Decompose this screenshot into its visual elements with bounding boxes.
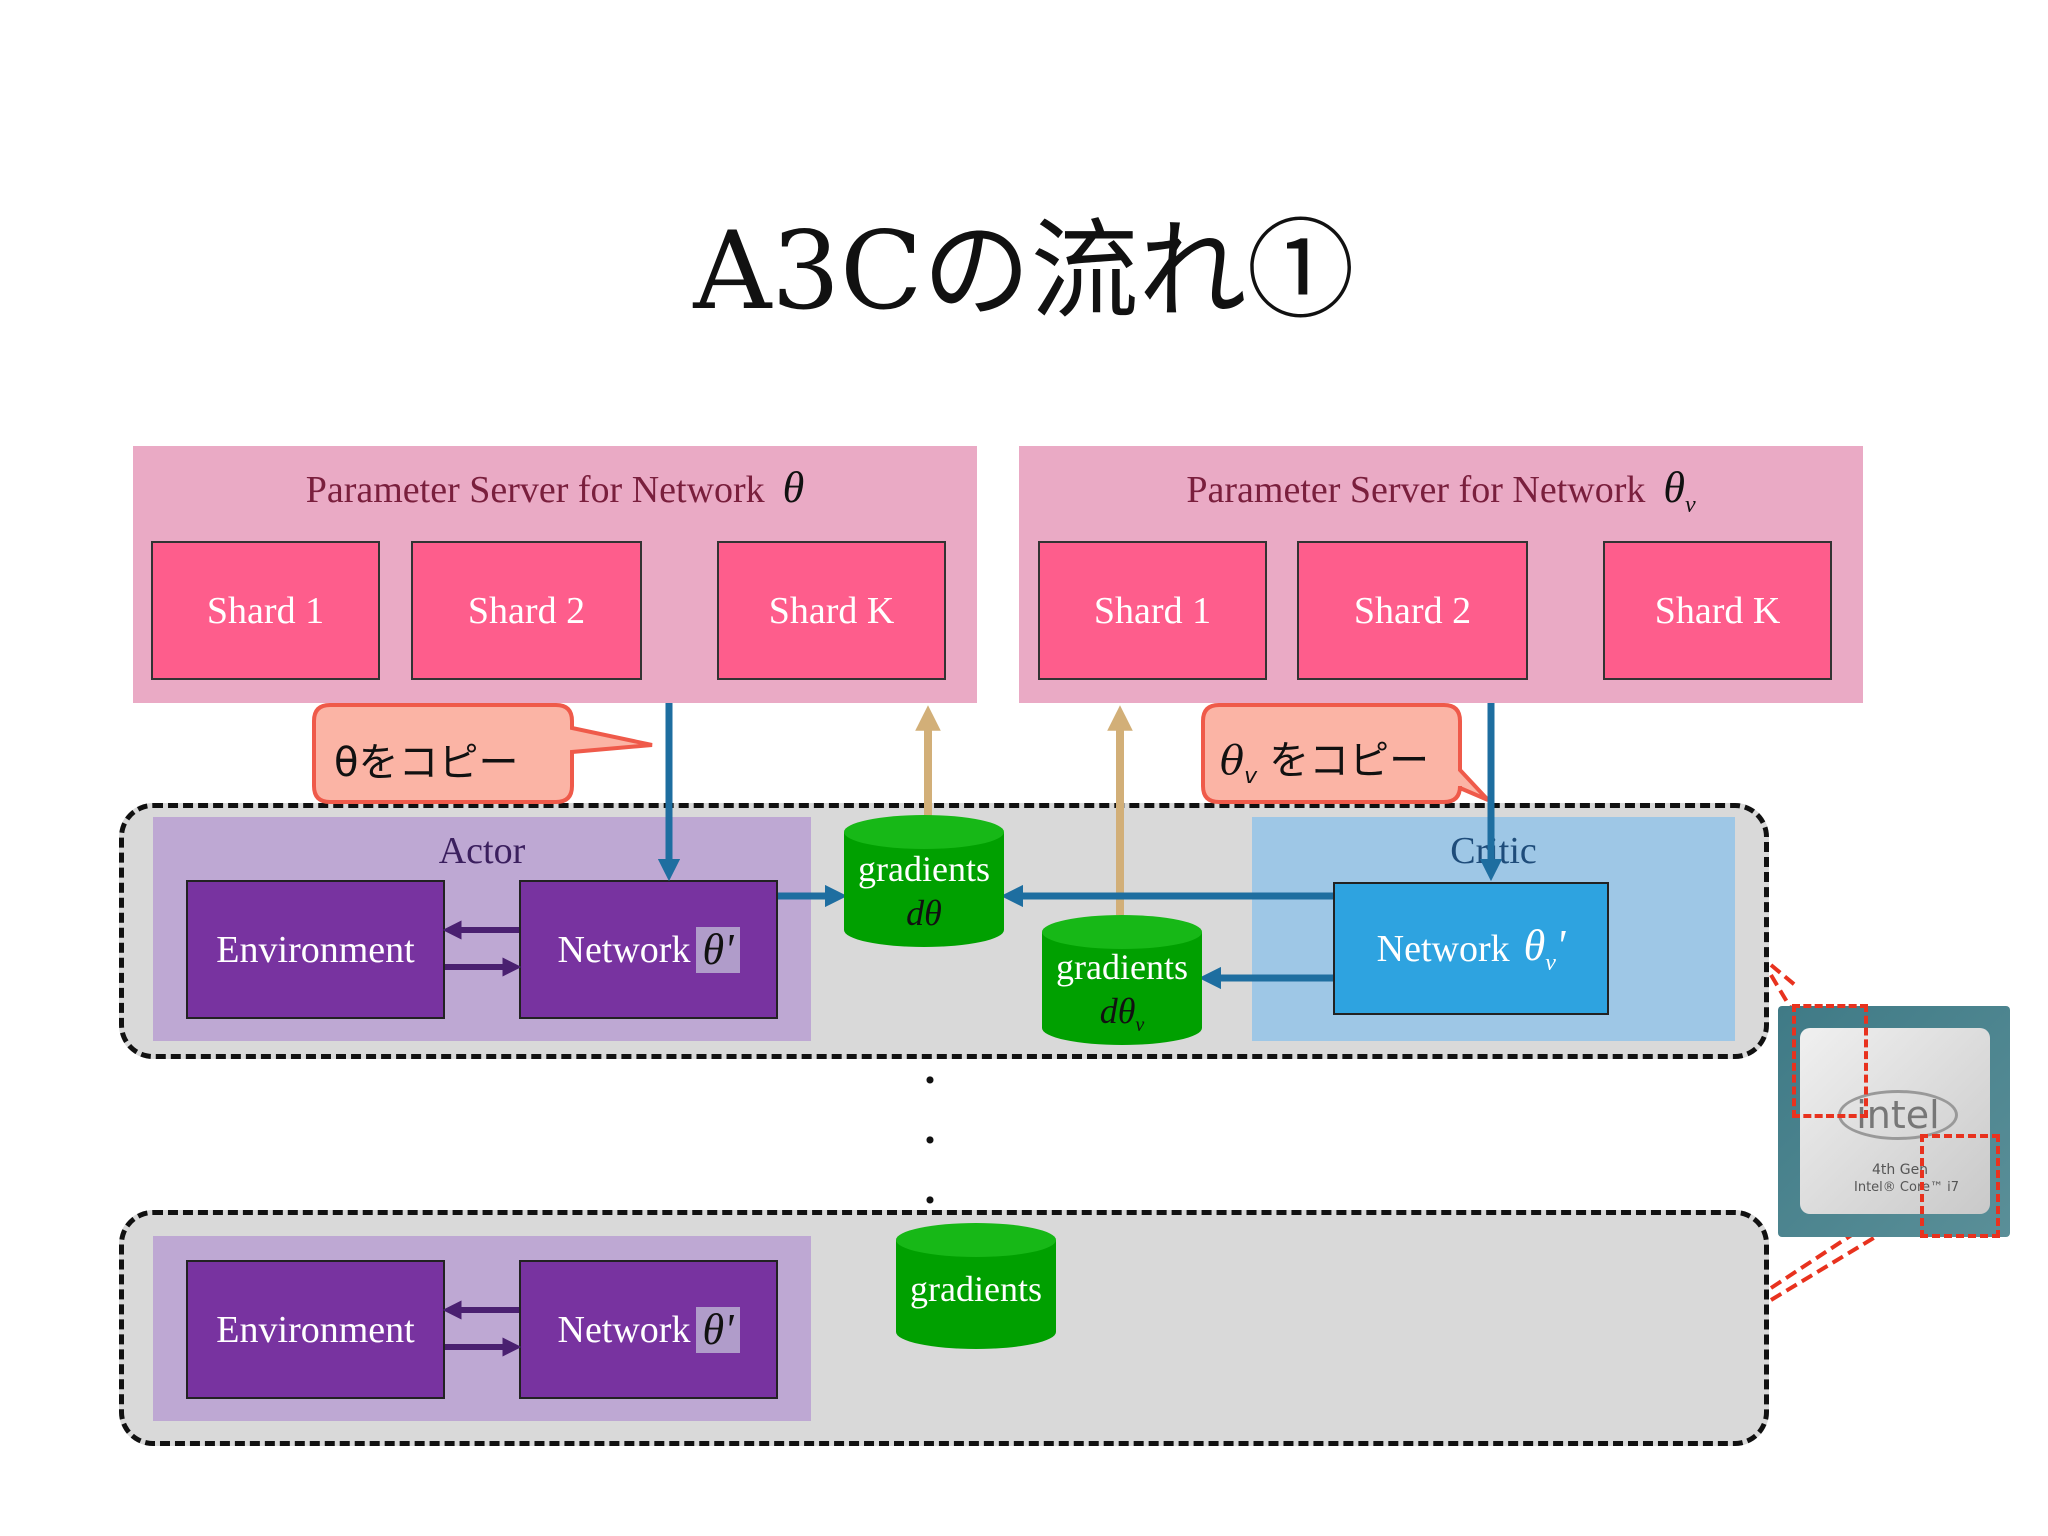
gradients-labels-2: gradients [896,1268,1056,1328]
theta-v-symbol: θv [1663,463,1696,518]
critic-network-box: Network θv' [1333,882,1609,1015]
shard-2: Shard 2 [1297,541,1528,680]
gradients-label-2: gradients [910,1269,1042,1309]
theta-prime: θ' [696,926,740,973]
gradients-theta-label: gradients [858,849,990,889]
actor-network-label-2: Network [557,1308,691,1351]
theta-symbol: θ [782,463,805,512]
gradients-theta-labels: gradients dθ [844,848,1004,948]
environment-box: Environment [186,880,445,1019]
shard-1: Shard 1 [1038,541,1267,680]
gradients-cylinder-2 [896,1223,1056,1349]
actor-label: Actor [438,830,526,872]
shard-k: Shard K [1603,541,1832,680]
parameter-server-theta-label: Parameter Server for Network [305,469,765,511]
gradients-theta-symbol: dθ [906,893,942,933]
gradients-theta-v-symbol: dθv [1099,991,1145,1037]
theta-prime-2: θ' [696,1306,740,1353]
parameter-server-theta-v-label: Parameter Server for Network [1186,469,1646,511]
gradients-theta-v-cylinder [1042,915,1202,1045]
callout-copy-theta [312,703,653,804]
chip-gen-text: 4th Gen [1872,1162,1929,1178]
critic-network-label: Network [1376,927,1510,970]
environment-box-2: Environment [186,1260,445,1399]
chip-highlight-top [1792,1004,1868,1118]
gradients-theta-v-label: gradients [1056,947,1188,987]
callout-copy-theta-v [1201,703,1490,804]
intel-chip-image: intel 4th Gen Intel® Core™ i7 [1778,1004,2010,1238]
gradients-theta-v-labels: gradients dθv [1042,946,1202,1046]
parameter-server-theta-v-title: Parameter Server for Network θv [1019,462,1863,519]
shard-1: Shard 1 [151,541,380,680]
gradients-theta-cylinder [844,815,1004,947]
parameter-server-theta: Parameter Server for Network θ Shard 1 Sh… [133,446,977,703]
chip-heatspreader: intel 4th Gen Intel® Core™ i7 [1800,1028,1990,1214]
shard-2: Shard 2 [411,541,642,680]
parameter-server-theta-title: Parameter Server for Network θ [133,462,977,513]
actor-network-label: Network [557,928,691,971]
ellipsis-dots: ··· [920,1047,940,1233]
chip-model-text: Intel® Core™ i7 [1854,1180,1960,1195]
parameter-server-theta-v: Parameter Server for Network θv Shard 1 S… [1019,446,1863,703]
chip-highlight-bottom [1920,1134,2000,1238]
shard-k: Shard K [717,541,946,680]
callout-copy-theta-text: θをコピー [334,740,519,786]
slide-title: A3Cの流れ① [693,209,1355,334]
theta-v-prime: θv' [1523,921,1566,976]
